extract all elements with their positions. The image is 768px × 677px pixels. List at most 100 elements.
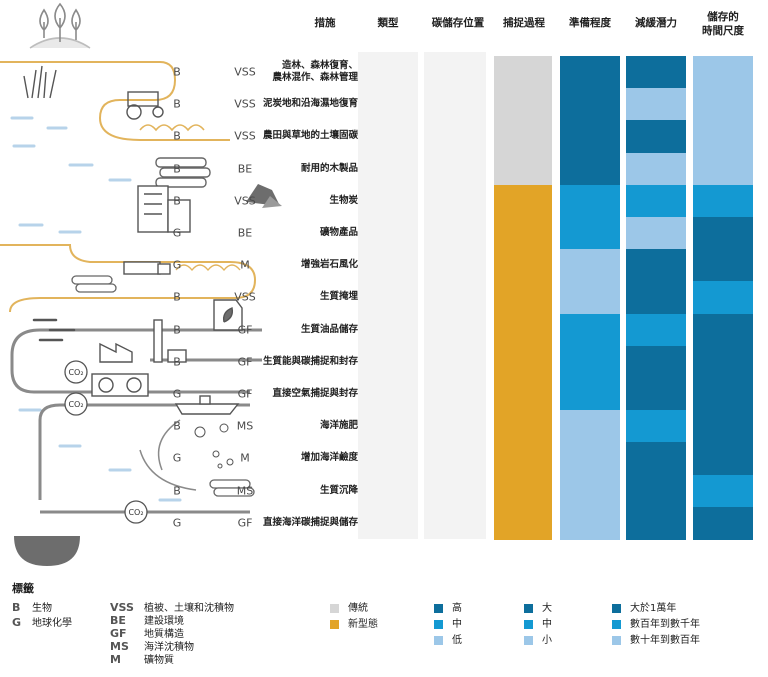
header-capture: 捕捉過程: [503, 17, 545, 29]
measure-name-line1: 增強岩石風化: [300, 259, 358, 271]
legend-swatch: [434, 604, 443, 613]
land-path: [0, 61, 230, 141]
legend-key: GF: [110, 627, 127, 640]
readiness-cell: [560, 442, 620, 476]
measure-storage: VSS: [234, 194, 256, 208]
measure-name: 生物炭: [203, 195, 358, 207]
svg-text:CO₂: CO₂: [68, 400, 83, 409]
timescale-cell: [693, 410, 753, 443]
timescale-cell: [693, 217, 753, 250]
header-readiness: 準備程度: [569, 17, 611, 29]
factory-icon: [99, 319, 187, 363]
legend-key: BE: [110, 614, 126, 627]
measure-name-line1: 礦物產品: [319, 227, 358, 238]
legend-swatch: [612, 604, 621, 613]
legend-key: MS: [110, 640, 129, 653]
mitigation-cell: [626, 345, 686, 379]
measure-name-line1: 生物炭: [329, 194, 358, 206]
timescale-cell: [693, 184, 753, 218]
rocks-icon: [246, 184, 282, 208]
timescale-cell: [693, 313, 753, 347]
measure-name-line1: 生質沉降: [319, 484, 358, 496]
measure-name: 造林、森林復育、農林混作、森林管理: [203, 60, 358, 84]
capture-cell: [494, 88, 552, 121]
tractor-icon: [126, 91, 164, 120]
trees-icon: [29, 2, 91, 49]
readiness-cell: [560, 120, 620, 154]
logs-pile-icon: [71, 275, 117, 293]
sunken-logs-icon: [209, 479, 255, 497]
measure-type: B: [173, 323, 181, 337]
capture-cell: [494, 217, 552, 250]
mitigation-cell: [626, 442, 686, 476]
legend-label: 地質構造: [144, 629, 184, 640]
timescale-cell: [693, 442, 753, 476]
readiness-cell: [560, 345, 620, 379]
measure-type: B: [173, 97, 181, 111]
timescale-cell: [693, 506, 753, 540]
measure-name: 海洋施肥: [203, 420, 358, 432]
measure-type: G: [172, 451, 182, 465]
readiness-cell: [560, 506, 620, 540]
svg-text:CO₂: CO₂: [68, 368, 83, 377]
logs-icon: [155, 157, 211, 188]
capture-cell: [494, 506, 552, 540]
legend-label: 建設環境: [144, 616, 184, 627]
timescale-cell: [693, 378, 753, 411]
header-mitigation: 減緩潛力: [635, 17, 677, 29]
measure-name: 泥炭地和沿海濕地復育: [203, 98, 358, 110]
measure-storage: VSS: [234, 129, 256, 143]
timescale-cell: [693, 152, 753, 186]
measure-name-line1: 增加海洋鹼度: [300, 452, 358, 464]
legend-swatch: [612, 620, 621, 629]
mitigation-cell: [626, 56, 686, 89]
header-measure: 措施: [314, 17, 336, 29]
reservoir-icon: [14, 536, 80, 566]
readiness-cell: [560, 88, 620, 121]
legend-label: 數十年到數百年: [630, 635, 700, 646]
legend-label: 傳統: [348, 603, 368, 614]
measure-name-line1: 直接海洋碳捕捉與儲存: [262, 516, 358, 528]
capture-cell: [494, 442, 552, 476]
legend-label: 中: [542, 619, 552, 630]
header-timescale-line2: 時間尺度: [702, 25, 744, 37]
legend-key: G: [12, 616, 22, 629]
readiness-cell: [560, 378, 620, 411]
measure-name: 生質油品儲存: [203, 324, 358, 336]
measure-name-line2: 農林混作、森林管理: [272, 72, 358, 83]
boat-icon: [174, 395, 240, 415]
mitigation-cell: [626, 152, 686, 186]
header-timescale-line1: 儲存的: [707, 11, 739, 23]
measure-storage: VSS: [234, 290, 256, 304]
measure-type: B: [173, 194, 181, 208]
carbon-removal-illustration: CO₂ CO₂ CO₂: [0, 2, 282, 566]
measure-type: B: [173, 290, 181, 304]
capture-cell: [494, 152, 552, 186]
legend-label: 低: [452, 635, 462, 646]
legend-label: 植被、土壤和沈積物: [144, 603, 234, 614]
capture-cell: [494, 120, 552, 154]
readiness-cell: [560, 184, 620, 218]
timescale-cell: [693, 281, 753, 315]
measure-row: 生物炭 B VSS: [0, 185, 358, 217]
measure-name: 生質能與碳捕捉和封存: [203, 356, 358, 368]
legend-label: 高: [452, 603, 462, 614]
mitigation-cell: [626, 410, 686, 443]
readiness-cell: [560, 410, 620, 443]
measure-storage: VSS: [234, 65, 256, 79]
legend-label: 大於1萬年: [630, 603, 677, 614]
measure-storage: MS: [236, 484, 254, 498]
building-icon: [137, 185, 191, 233]
readiness-cell: [560, 152, 620, 186]
measure-type: G: [172, 258, 182, 272]
measure-storage: GF: [237, 516, 253, 530]
timescale-cell: [693, 56, 753, 89]
capture-cell: [494, 184, 552, 218]
header-timescale: 儲存的 時間尺度: [692, 10, 754, 38]
readiness-cell: [560, 56, 620, 89]
legend-key: M: [110, 653, 121, 666]
